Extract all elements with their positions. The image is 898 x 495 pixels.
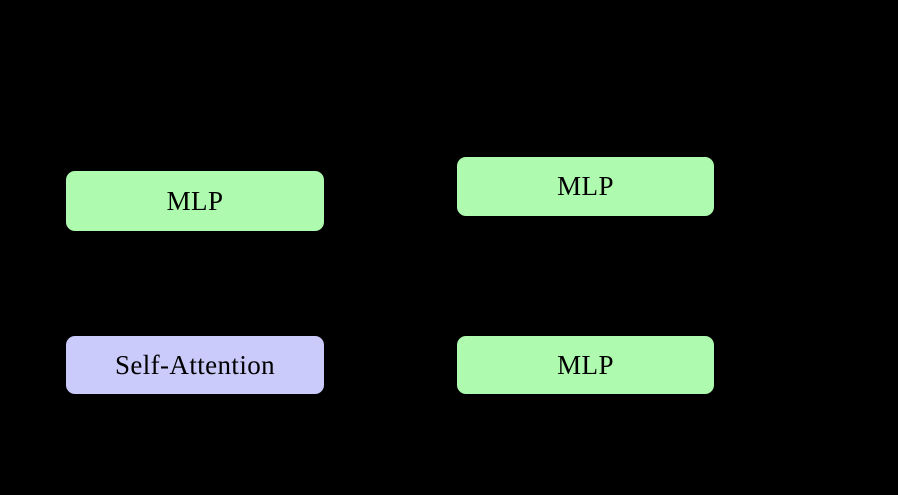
node-self-attention-label: Self-Attention <box>114 349 276 380</box>
node-self-attention[interactable]: Self-Attention <box>66 336 324 394</box>
node-mlp-top-right[interactable]: MLP <box>457 157 714 216</box>
node-mlp-bottom-right-label: MLP <box>557 349 614 380</box>
node-mlp-top-left-label: MLP <box>166 185 224 216</box>
node-mlp-top-left[interactable]: MLP <box>66 171 324 231</box>
node-mlp-bottom-right[interactable]: MLP <box>457 336 714 394</box>
node-mlp-top-right-label: MLP <box>557 171 614 201</box>
